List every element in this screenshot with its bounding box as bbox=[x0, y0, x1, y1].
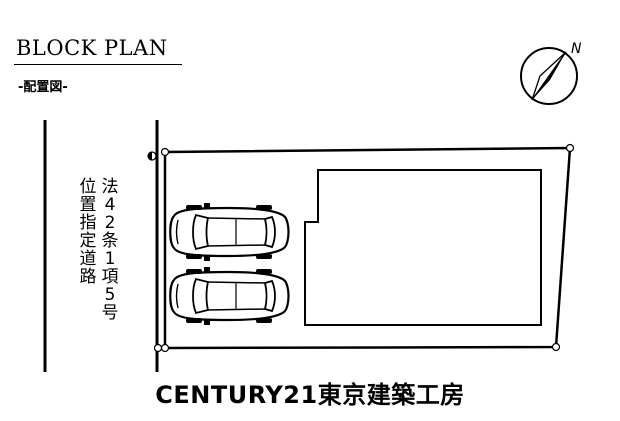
car-icon bbox=[169, 201, 290, 263]
boundary-marker bbox=[565, 143, 575, 153]
road-type-label: 位置指定道路 bbox=[79, 177, 97, 287]
north-arrow-icon: N bbox=[520, 41, 582, 105]
north-label: N bbox=[571, 41, 582, 57]
plan-title: BLOCK PLAN bbox=[16, 36, 168, 60]
company-name: CENTURY21東京建築工房 bbox=[155, 381, 465, 409]
building-footprint bbox=[304, 169, 542, 326]
half-filled-marker-icon bbox=[147, 151, 157, 161]
boundary-marker bbox=[153, 343, 163, 353]
boundary-marker bbox=[160, 147, 170, 157]
road-designation-label: 法42条1項5号 bbox=[101, 177, 119, 323]
boundary-marker bbox=[160, 343, 170, 353]
title-underline bbox=[14, 64, 182, 65]
plan-subtitle: -配置図- bbox=[18, 80, 68, 95]
car-icon bbox=[169, 265, 290, 327]
boundary-marker bbox=[551, 342, 561, 352]
